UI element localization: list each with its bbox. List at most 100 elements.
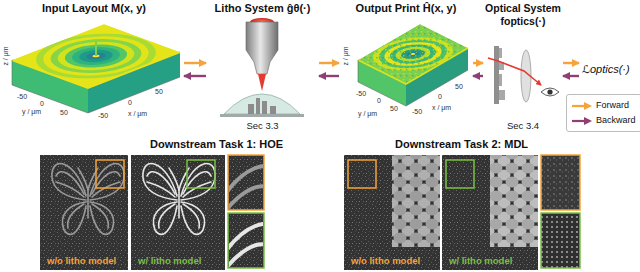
hoe-result-part — [52, 164, 124, 235]
mdl-result-part — [344, 155, 440, 270]
litho-printer-part — [262, 101, 267, 114]
mdl-result-part — [541, 213, 580, 268]
optical-system-part — [488, 58, 541, 85]
axis-tick: 0 — [40, 100, 44, 108]
flow-arrow — [563, 75, 579, 77]
optical-system-part — [541, 88, 559, 96]
hoe-result-part — [229, 224, 263, 267]
result-image: w/ litho model — [442, 155, 538, 270]
surface-plot-part — [358, 24, 468, 84]
panel-heading: Downstream Task 1: HOE — [150, 138, 298, 151]
image-caption: w/ litho model — [449, 255, 512, 266]
result-image: w/o litho model — [344, 155, 440, 270]
hoe-result-part-part — [229, 224, 263, 267]
legend-sample — [572, 117, 592, 125]
axis-title: z / μm — [342, 46, 350, 65]
section-ref: Sec 3.4 — [507, 120, 539, 132]
result-image: w/ litho model — [131, 155, 225, 270]
litho-printer-part — [270, 106, 276, 114]
panel-heading: Downstream Task 2: MDL — [395, 138, 586, 151]
surface-plot-part-part — [358, 24, 468, 84]
optical-system — [488, 46, 559, 104]
image-caption: w/o litho model — [351, 255, 420, 266]
surface-plot-part-part-part — [42, 33, 150, 79]
axis-tick: -50 — [412, 108, 422, 116]
surface-plot-part — [95, 42, 97, 56]
optical-system-part — [499, 90, 505, 100]
optical-system-part — [499, 48, 502, 58]
litho-printer — [220, 18, 304, 117]
hoe-result-part-part-part — [229, 166, 263, 209]
optical-system-part — [499, 74, 502, 86]
surface-plot — [358, 24, 468, 106]
axis-tick: 0 — [438, 93, 442, 101]
surface-plot — [12, 24, 180, 113]
mdl-result-part — [348, 160, 376, 188]
surface-plot-part — [12, 60, 13, 85]
axis-tick: y / μm — [358, 110, 377, 118]
surface-plot-part — [12, 77, 180, 113]
image-caption: w/o litho model — [47, 255, 116, 266]
flow-arrow — [473, 75, 483, 77]
hoe-result-part-part — [52, 164, 124, 235]
hoe-result-part — [229, 166, 263, 209]
section-ref: Sec 3.3 — [246, 120, 278, 132]
hoe-result — [40, 155, 286, 272]
axis-tick: -50 — [98, 112, 108, 120]
surface-plot-part-part — [358, 24, 468, 84]
surface-plot-part — [12, 24, 180, 88]
flow-arrow — [473, 62, 483, 64]
axis-tick: 0 — [128, 99, 132, 107]
axis-title: z / μm — [2, 46, 10, 65]
legend-sample — [584, 117, 592, 125]
axis-tick: -50 — [356, 90, 366, 98]
axis-tick: 50 — [455, 83, 463, 91]
surface-plot-part — [358, 48, 468, 84]
axis-tick: 0 — [377, 97, 381, 105]
image-caption: w/ litho model — [138, 255, 201, 266]
axis-tick: x / μm — [128, 110, 147, 118]
optical-system-part — [494, 46, 499, 104]
panel-heading: Litho System ĝθ(·) — [215, 2, 311, 15]
legend-sample — [584, 102, 592, 110]
axis-tick: x / μm — [432, 104, 451, 112]
hoe-result-part-part — [229, 166, 263, 209]
mdl-result-part — [446, 160, 474, 188]
axis-tick: 50 — [390, 105, 398, 113]
surface-plot-part-part-part — [49, 36, 142, 76]
flow-arrow — [184, 62, 206, 64]
panel-heading: Input Layout M(x, y) — [42, 2, 146, 15]
mdl-result-part — [442, 155, 538, 270]
surface-plot-part-part-part — [57, 39, 136, 72]
surface-plot-part-part-part — [64, 42, 128, 69]
mdl-result — [344, 155, 580, 270]
mdl-result-part — [490, 155, 538, 247]
mdl-result-part — [392, 155, 440, 247]
optical-system-part — [547, 89, 552, 94]
litho-printer-part — [258, 74, 266, 91]
surface-plot-part — [358, 60, 359, 82]
axis-tick: 50 — [60, 109, 68, 117]
litho-printer-part — [248, 104, 254, 114]
task-panel: Downstream Task 2: MDL w/o litho model w/ … — [340, 136, 586, 272]
task-panel: Downstream Task 1: HOE w/o litho model w/ … — [36, 136, 298, 272]
surface-plot-part — [358, 70, 468, 106]
flow-arrow — [184, 75, 206, 77]
hoe-result-part — [40, 155, 128, 270]
litho-printer-part — [224, 94, 300, 114]
flow-arrow — [563, 62, 579, 64]
litho-printer-part — [220, 114, 304, 117]
hoe-result-part — [143, 164, 215, 235]
hoe-result-part — [187, 160, 215, 188]
legend-text: Backward — [596, 115, 636, 126]
litho-printer-part — [246, 22, 278, 74]
flow-arrow — [319, 62, 339, 64]
mdl-result-part — [541, 155, 580, 210]
axis-tick: y / μm — [22, 108, 41, 116]
panel-heading: Output Print Ĥ(x, y) — [356, 2, 457, 15]
legend-row: Backward — [572, 113, 636, 128]
legend-text: Forward — [596, 100, 629, 111]
